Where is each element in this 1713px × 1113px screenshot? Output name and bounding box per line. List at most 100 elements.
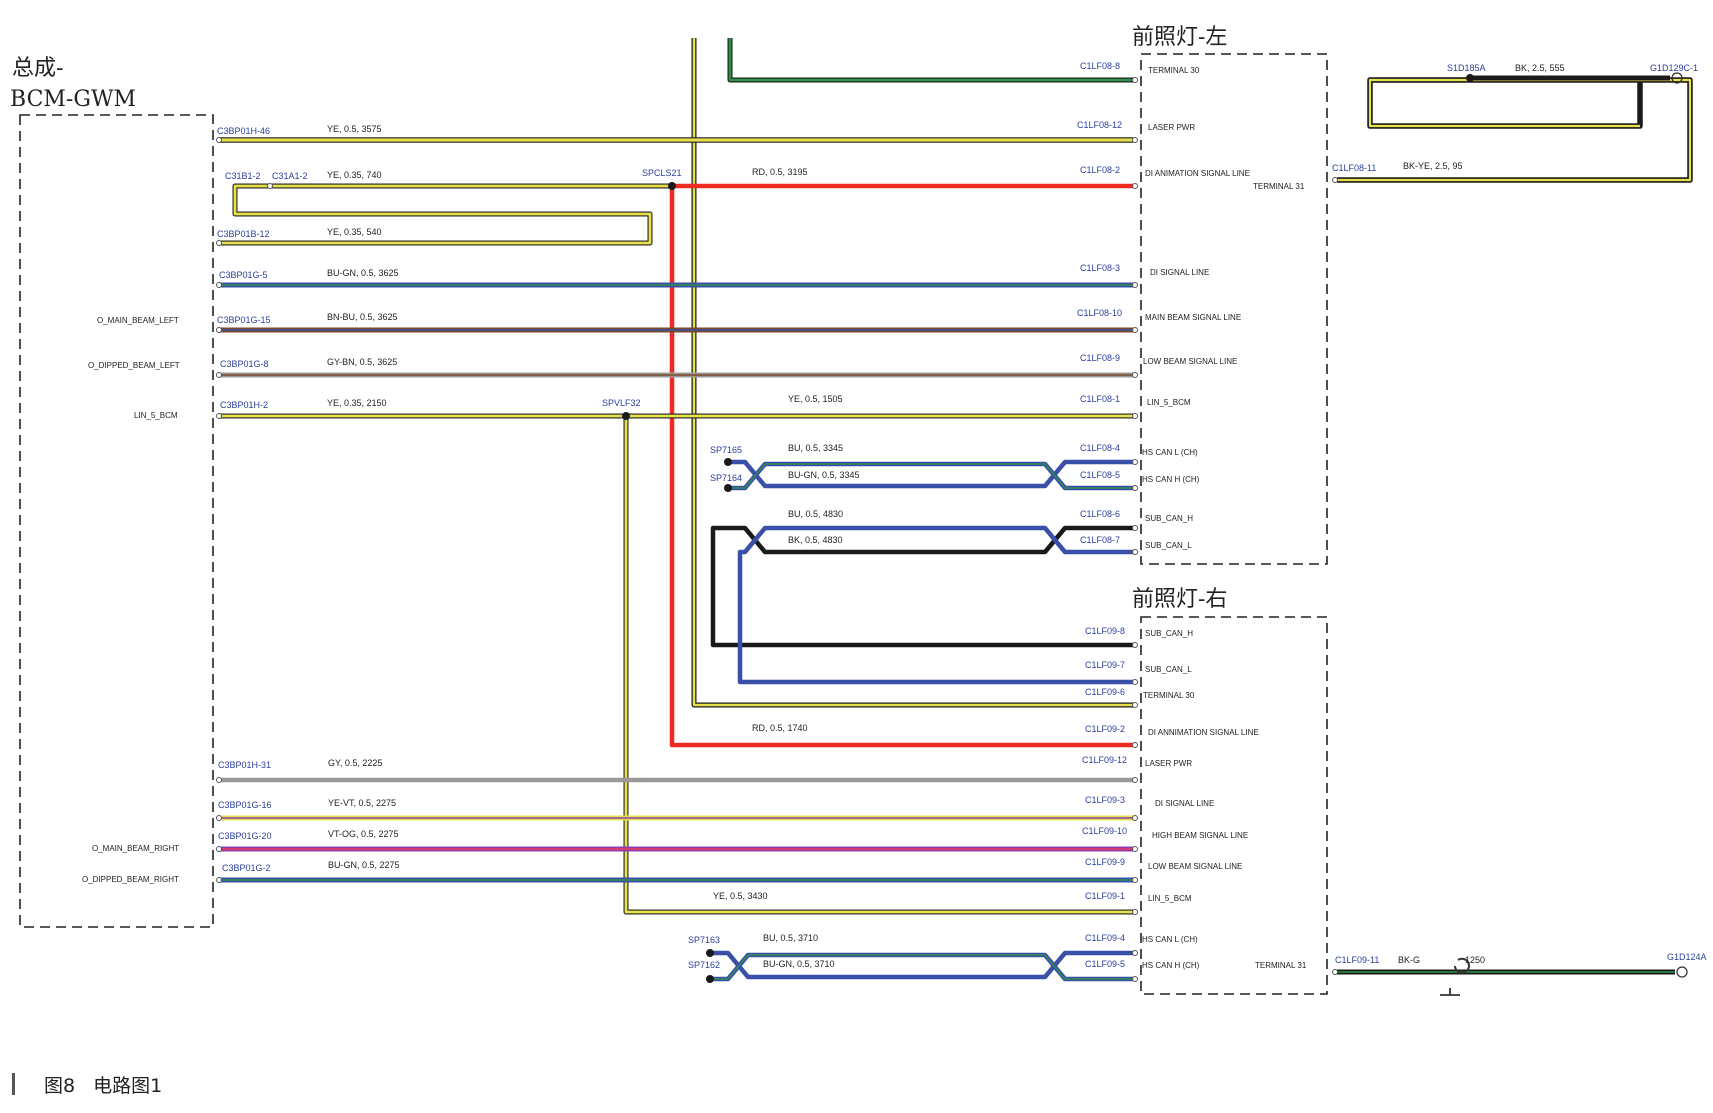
wire-label: BU, 0.5, 4830 — [788, 509, 843, 519]
wire-label: BU, 0.5, 3710 — [763, 933, 818, 943]
wires — [218, 38, 1693, 982]
figure-title: 电路图1 — [93, 1075, 163, 1097]
figure-number: 图8 — [44, 1075, 76, 1097]
connector-label: C1LF09-9 — [1085, 857, 1125, 867]
connector-label: C1LF09-3 — [1085, 795, 1125, 805]
connector-label: C1LF08-9 — [1080, 353, 1120, 363]
connector-label: C1LF09-6 — [1085, 687, 1125, 697]
right-pin-labels: SUB_CAN_H SUB_CAN_L TERMINAL 30 DI ANNIM… — [1142, 629, 1307, 970]
connector-label: C1LF08-7 — [1080, 535, 1120, 545]
left-pin-label: TERMINAL 31 — [1253, 182, 1305, 191]
wire-hscan-l-right — [710, 950, 1133, 980]
wire-labels: YE, 0.5, 3575 YE, 0.35, 740 RD, 0.5, 319… — [327, 63, 1565, 969]
bcm-pin-labels: O_MAIN_BEAM_LEFT O_DIPPED_BEAM_LEFT LIN_… — [82, 316, 180, 884]
wire-green-feed — [727, 38, 1133, 83]
connector-label: C3BP01G-2 — [222, 863, 271, 873]
right-pin-label: TERMINAL 30 — [1143, 691, 1195, 700]
wire-label: GY, 0.5, 2225 — [328, 758, 382, 768]
wire-label: BU-GN, 0.5, 3710 — [763, 959, 835, 969]
wire-label: YE-VT, 0.5, 2275 — [328, 798, 396, 808]
splice-sp7165 — [724, 458, 732, 466]
connector-label: C3BP01B-12 — [217, 229, 270, 239]
connector-label: G1D129C-1 — [1650, 63, 1698, 73]
connector-label: C3BP01H-2 — [220, 400, 268, 410]
connector-label: C3BP01G-5 — [219, 270, 268, 280]
connector-label: C1LF09-2 — [1085, 724, 1125, 734]
wire-rd-animation-right — [669, 186, 1133, 748]
left-pin-label: LASER PWR — [1148, 123, 1195, 132]
connector-label: S1D185A — [1447, 63, 1486, 73]
wire-green-feed-core — [728, 38, 1133, 82]
bcm-gwm-box — [19, 114, 214, 928]
connector-label: C31B1-2 — [225, 171, 261, 181]
splice-sp7164 — [724, 484, 732, 492]
connector-label: C1LF08-1 — [1080, 394, 1120, 404]
wire-hscan-h-left-core — [728, 463, 1133, 489]
connector-label: C1LF08-10 — [1077, 308, 1122, 318]
wire-label: BK-G — [1398, 955, 1420, 965]
wire-terminal30-feed-core — [692, 38, 1133, 707]
left-pin-label: LIN_5_BCM — [1147, 398, 1191, 407]
connector-label: C1LF08-11 — [1332, 163, 1376, 173]
chassis-ground-icon — [1440, 988, 1460, 996]
connector-label: C1LF08-6 — [1080, 509, 1120, 519]
connector-label: C3BP01G-15 — [217, 315, 271, 325]
bcm-title-line2: BCM-GWM — [10, 87, 136, 112]
right-pin-label: HS CAN H (CH) — [1142, 961, 1200, 970]
splice-sp7162 — [706, 975, 714, 983]
left-pin-labels: TERMINAL 30 LASER PWR DI ANIMATION SIGNA… — [1142, 66, 1305, 550]
connector-label: C1LF09-11 — [1335, 955, 1379, 965]
bcm-pin-label: O_DIPPED_BEAM_RIGHT — [82, 875, 179, 884]
figure-caption: 图8 电路图1 — [44, 1071, 180, 1098]
connector-label: C1LF08-12 — [1077, 120, 1122, 130]
wire-label: BU, 0.5, 3345 — [788, 443, 843, 453]
wire-label: YE, 0.5, 3430 — [713, 891, 768, 901]
ground-symbols — [1440, 72, 1688, 996]
headlamp-left-title: 前照灯-左 — [1132, 25, 1227, 50]
bcm-pin-label: LIN_5_BCM — [134, 411, 178, 420]
right-pin-label: HIGH BEAM SIGNAL LINE — [1152, 831, 1248, 840]
wire-ground-loop — [1337, 77, 1693, 183]
ground-g1d129c-icon — [1671, 72, 1683, 84]
connector-label: SP7165 — [710, 445, 742, 455]
wire-label: YE, 0.35, 740 — [327, 170, 382, 180]
splice-spcls21 — [668, 182, 676, 190]
wire-label: BK, 2.5, 555 — [1515, 63, 1565, 73]
connector-label: C3BP01G-8 — [220, 359, 269, 369]
wire-hscan-l-left — [728, 459, 1133, 489]
wire-label: GY-BN, 0.5, 3625 — [327, 357, 397, 367]
bcm-pin-label: O_MAIN_BEAM_RIGHT — [92, 844, 179, 853]
connector-label: C1LF09-1 — [1085, 891, 1125, 901]
right-pin-label: LASER PWR — [1145, 759, 1192, 768]
refresh-icon — [1454, 957, 1470, 974]
connector-label: C3BP01G-16 — [218, 800, 272, 810]
right-pin-label: DI ANNIMATION SIGNAL LINE — [1148, 728, 1259, 737]
wire-label: BU-GN, 0.5, 2275 — [328, 860, 400, 870]
component-boxes — [19, 53, 1328, 995]
wire-hscan-h-right-core — [710, 954, 1133, 980]
bcm-title-line1: 总成- — [12, 56, 63, 81]
wire-subcan-l — [737, 525, 1133, 685]
wire-label: YE, 0.35, 540 — [327, 227, 382, 237]
wire-label: VT-OG, 0.5, 2275 — [328, 829, 399, 839]
splice-s1d185a — [1466, 74, 1474, 82]
terminals — [216, 77, 1338, 982]
splice-sp7163 — [706, 949, 714, 957]
bcm-pin-label: O_DIPPED_BEAM_LEFT — [88, 361, 180, 370]
left-pin-label: DI SIGNAL LINE — [1150, 268, 1209, 277]
connector-label: SPCLS21 — [642, 168, 682, 178]
right-pin-label: TERMINAL 31 — [1255, 961, 1307, 970]
connector-label: C1LF09-4 — [1085, 933, 1125, 943]
connector-labels: C1LF08-8 C3BP01H-46 C1LF08-12 C31B1-2 C3… — [217, 61, 1707, 970]
left-pin-label: TERMINAL 30 — [1148, 66, 1200, 75]
connector-label: C1LF09-8 — [1085, 626, 1125, 636]
right-pin-label: SUB_CAN_H — [1145, 629, 1193, 638]
left-pin-label: HS CAN H (CH) — [1142, 475, 1200, 484]
wire-label: RD, 0.5, 1740 — [752, 723, 808, 733]
wire-label: YE, 0.35, 2150 — [327, 398, 387, 408]
right-pin-label: HS CAN L (CH) — [1142, 935, 1198, 944]
connector-label: SP7162 — [688, 960, 720, 970]
splice-points — [622, 74, 1474, 983]
left-pin-label: MAIN BEAM SIGNAL LINE — [1145, 313, 1241, 322]
